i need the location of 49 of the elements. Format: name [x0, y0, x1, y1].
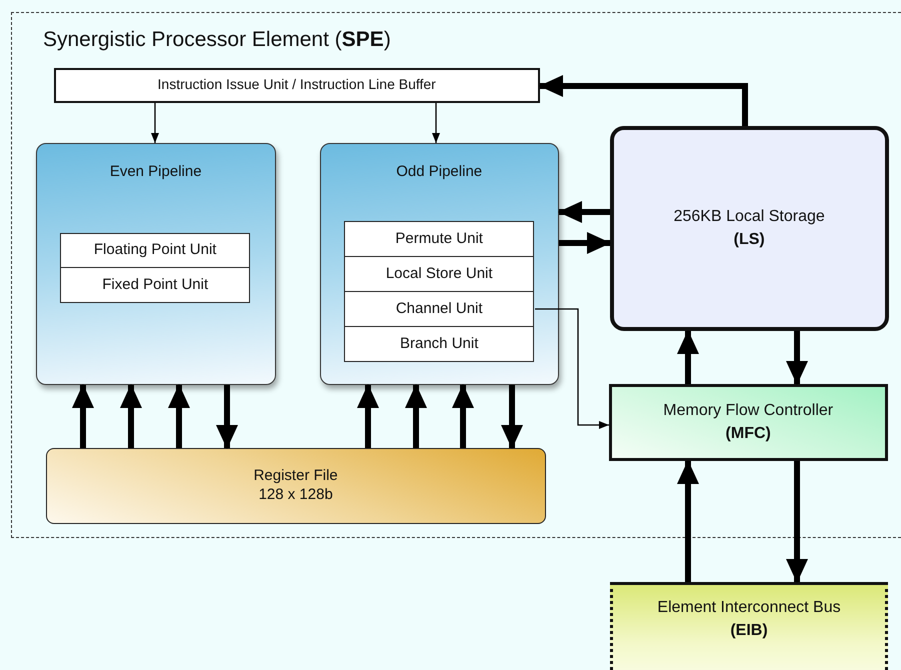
arrow: [501, 385, 523, 449]
node-label: Register File 128 x 128b: [252, 466, 339, 504]
unit-box: [344, 291, 534, 328]
arrow: [216, 385, 238, 449]
arrow: [120, 384, 142, 448]
arrow: [432, 103, 440, 143]
arrow: [559, 232, 611, 254]
arrow: [539, 75, 748, 126]
arrow: [72, 384, 94, 448]
node-label: Element Interconnect Bus: [656, 598, 842, 618]
arrow: [786, 461, 808, 583]
node-label: Local Store Unit: [384, 264, 494, 284]
pipeline-box: [320, 142, 559, 385]
arrow: [535, 308, 609, 429]
node-abbreviation: (MFC): [724, 424, 772, 444]
node-label: 256KB Local Storage: [672, 206, 826, 227]
register-file-box: [46, 448, 546, 524]
node-label: Channel Unit: [394, 300, 484, 319]
instruction-unit-box: [54, 68, 540, 103]
unit-box: [344, 326, 534, 362]
node-label: Synergistic Processor Element (SPE): [43, 27, 391, 53]
node-label: Branch Unit: [399, 334, 480, 354]
node-label: Odd Pipeline: [395, 162, 484, 182]
arrow: [168, 384, 190, 448]
node-label: Instruction Issue Unit / Instruction Line Buffer: [156, 76, 437, 94]
node-label: Memory Flow Controller: [662, 400, 834, 421]
node-label: Permute Unit: [394, 230, 484, 249]
arrow: [151, 103, 159, 143]
arrow: [677, 330, 699, 384]
arrow: [357, 384, 379, 448]
unit-box: [344, 256, 534, 292]
node-label: Floating Point Unit: [92, 241, 218, 260]
arrow: [405, 384, 427, 448]
local-storage-box: [610, 126, 889, 331]
arrow: [558, 201, 610, 223]
node-label: Even Pipeline: [108, 162, 203, 182]
unit-box: [60, 233, 250, 268]
arrow: [786, 331, 808, 385]
spe-region: [11, 12, 901, 538]
unit-box: [344, 221, 534, 258]
node-abbreviation: (EIB): [729, 621, 769, 641]
node-abbreviation: (LS): [732, 230, 766, 250]
node-label: Fixed Point Unit: [101, 276, 210, 295]
pipeline-box: [36, 142, 276, 385]
arrow: [452, 384, 474, 448]
unit-box: [60, 267, 250, 304]
interconnect-bus-box: [610, 582, 888, 670]
memory-flow-controller-box: [608, 384, 888, 461]
arrow: [677, 460, 699, 582]
